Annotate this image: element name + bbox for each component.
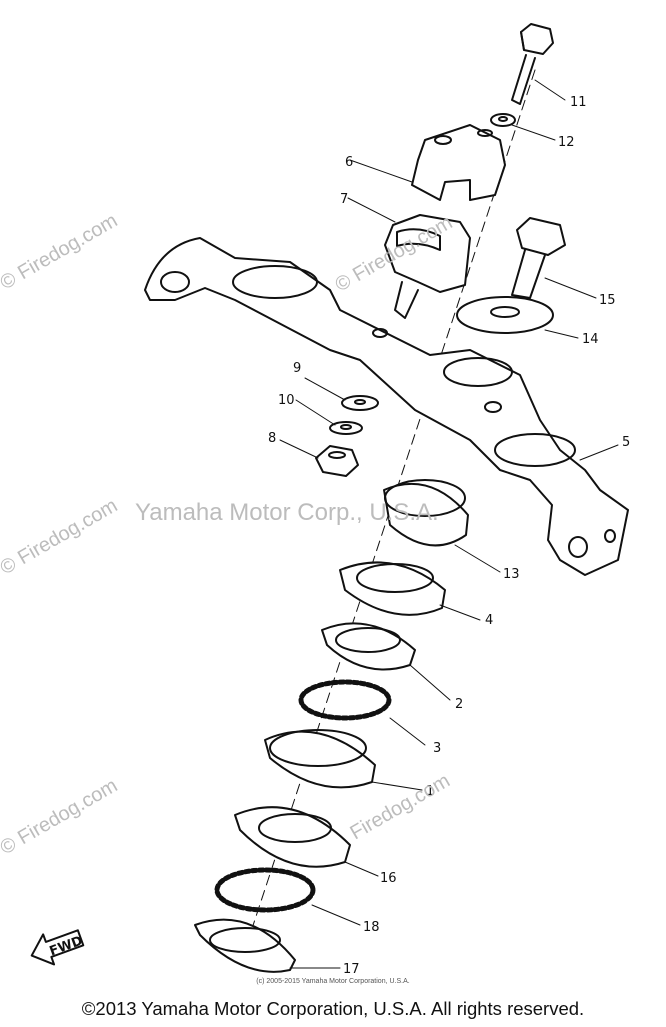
callout-16: 16 — [380, 871, 397, 886]
callout-9: 9 — [293, 361, 301, 376]
parts-diagram: FWD 11 12 6 7 15 14 9 10 8 5 13 4 2 3 1 … — [0, 23, 630, 977]
footer-copyright: ©2013 Yamaha Motor Corporation, U.S.A. A… — [81, 998, 585, 1019]
watermark-firedog-3: © Firedog.com — [0, 775, 121, 860]
watermark-yamaha: Yamaha Motor Corp., U.S.A. — [135, 499, 439, 526]
part-15-bolt[interactable] — [511, 217, 566, 299]
callout-13: 13 — [503, 567, 520, 582]
watermarks: Yamaha Motor Corp., U.S.A. © Firedog.com… — [0, 210, 456, 860]
part-17-seal[interactable] — [194, 918, 296, 973]
callout-18: 18 — [363, 920, 380, 935]
callout-7: 7 — [340, 192, 348, 207]
part-6-upper-clamp[interactable] — [411, 124, 506, 201]
callout-10: 10 — [278, 393, 295, 408]
callout-6: 6 — [345, 155, 353, 170]
part-7-lower-clamp[interactable] — [384, 214, 471, 319]
diagram-copyright: (c) 2005-2015 Yamaha Motor Corporation, … — [256, 978, 410, 985]
part-2-race[interactable] — [321, 622, 416, 671]
part-8-nut[interactable] — [315, 445, 359, 477]
watermark-firedog-1: © Firedog.com — [0, 210, 121, 295]
callout-11: 11 — [570, 95, 587, 110]
callout-labels: 11 12 6 7 15 14 9 10 8 5 13 4 2 3 1 16 1… — [268, 95, 630, 977]
callout-8: 8 — [268, 431, 276, 446]
callout-1: 1 — [426, 784, 434, 799]
callout-3: 3 — [433, 741, 441, 756]
part-5-bracket[interactable] — [144, 237, 629, 576]
part-10-spring-washer[interactable] — [329, 421, 363, 435]
part-3-ball-bearings[interactable] — [298, 679, 392, 721]
fwd-arrow — [30, 929, 85, 966]
part-16-race[interactable] — [234, 806, 351, 868]
callout-15: 15 — [599, 293, 616, 308]
callout-4: 4 — [485, 613, 493, 628]
part-11-bolt[interactable] — [511, 23, 554, 105]
part-4-cover[interactable] — [339, 561, 446, 616]
watermark-firedog-2: © Firedog.com — [0, 495, 121, 580]
part-18-ball-bearings[interactable] — [214, 867, 316, 913]
callout-2: 2 — [455, 697, 463, 712]
part-14-washer[interactable] — [456, 296, 554, 334]
part-1-race[interactable] — [264, 729, 376, 789]
part-9-washer[interactable] — [341, 395, 379, 411]
part-13-ring-nut[interactable] — [383, 479, 469, 547]
callout-14: 14 — [582, 332, 599, 347]
callout-12: 12 — [558, 135, 575, 150]
part-12-washer[interactable] — [490, 113, 516, 127]
callout-17: 17 — [343, 962, 360, 977]
callout-5: 5 — [622, 435, 630, 450]
